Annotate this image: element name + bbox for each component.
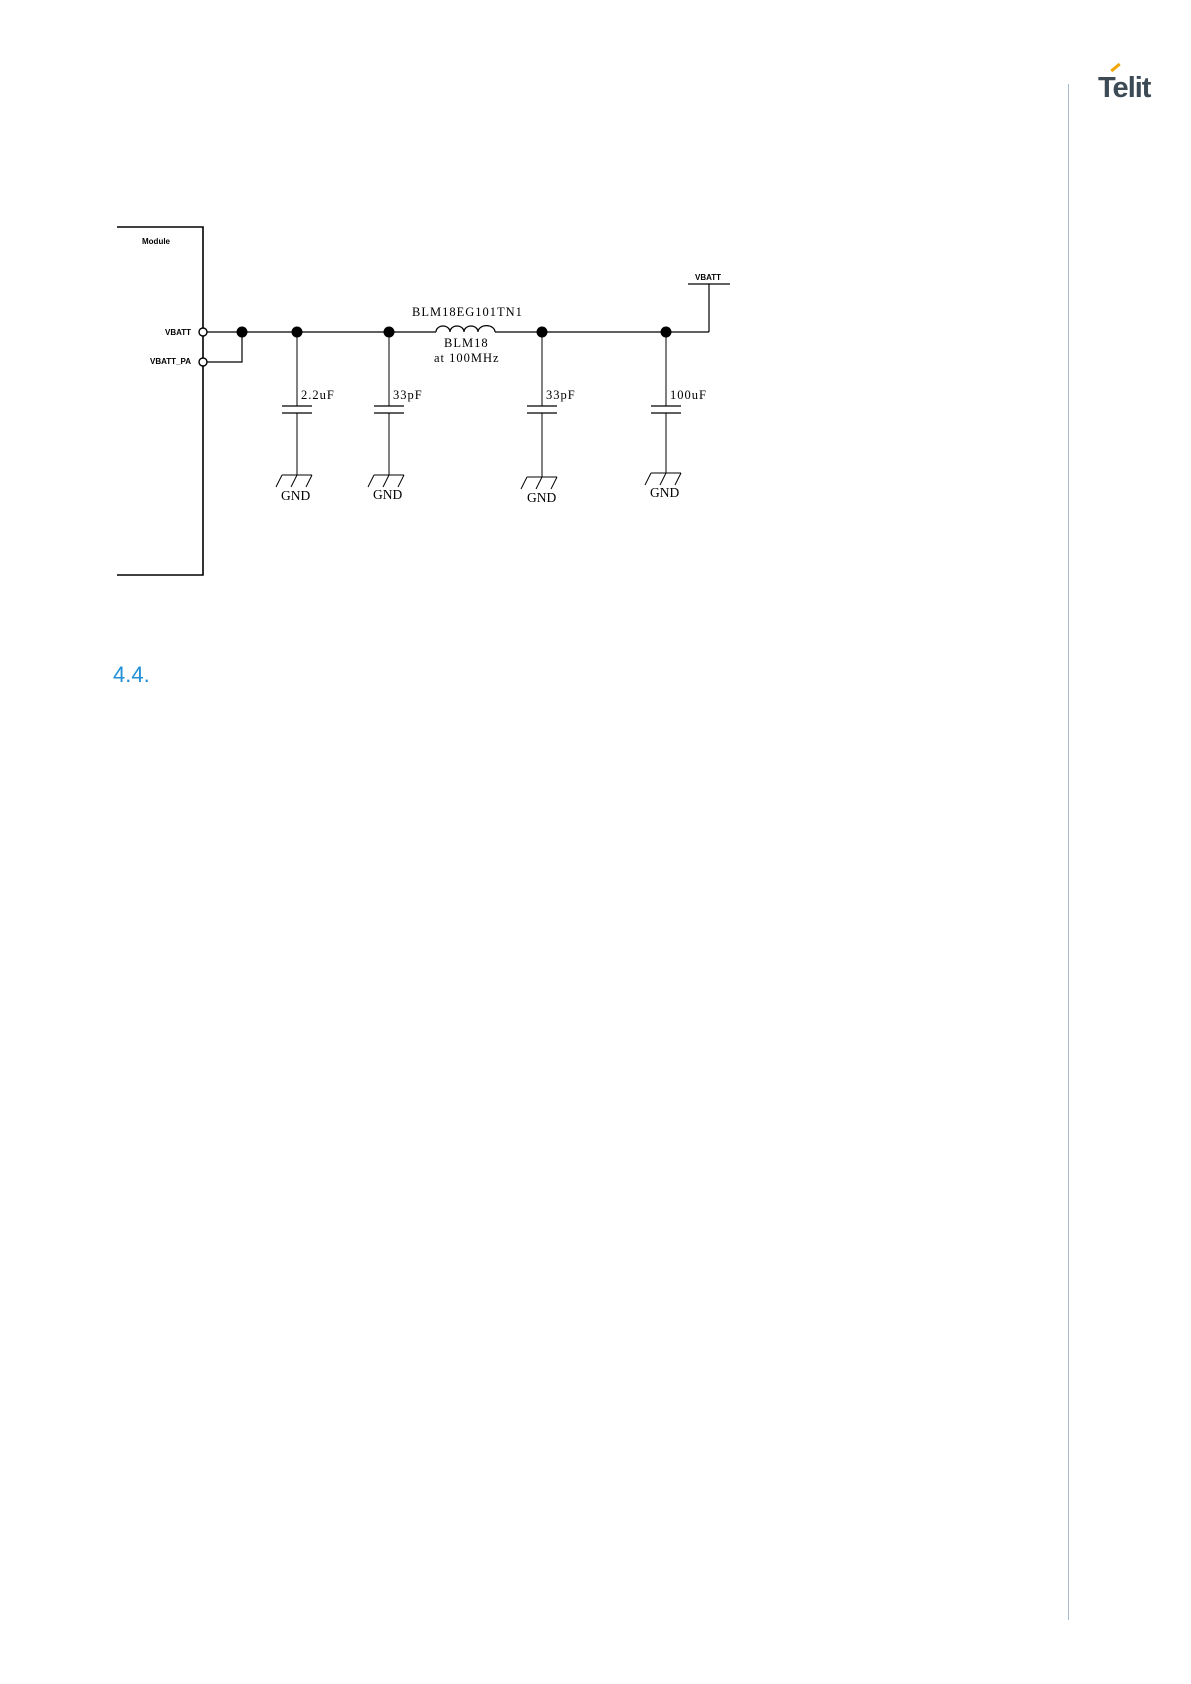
capacitor-2-2uf: [276, 332, 312, 487]
cap3-value: 33pF: [546, 388, 576, 402]
module-box: [117, 227, 203, 575]
ferrite-part-label: BLM18EG101TN1: [412, 305, 523, 319]
junction-dot: [237, 327, 248, 338]
ferrite-bead: [436, 326, 495, 332]
capacitor-33pf-2: [521, 332, 557, 489]
pin-vbatt-pa: [199, 358, 207, 366]
module-label: Module: [142, 237, 171, 246]
pin-vbatt: [199, 328, 207, 336]
gnd-label-4: GND: [650, 485, 679, 500]
vbatt-pa-tie: [207, 332, 242, 362]
pin-vbatt-pa-label: VBATT_PA: [150, 357, 191, 366]
ferrite-series-label: BLM18: [444, 336, 489, 350]
capacitor-100uf: [645, 332, 681, 485]
section-number: 4.4.: [113, 662, 150, 688]
gnd-label-2: GND: [373, 487, 402, 502]
cap1-value: 2.2uF: [301, 388, 335, 402]
ferrite-freq-label: at 100MHz: [434, 351, 500, 365]
gnd-label-3: GND: [527, 490, 556, 505]
vbatt-net-label: VBATT: [695, 273, 721, 282]
cap2-value: 33pF: [393, 388, 423, 402]
pin-vbatt-label: VBATT: [165, 328, 191, 337]
cap4-value: 100uF: [670, 388, 707, 402]
capacitor-33pf-1: [368, 332, 404, 487]
gnd-label-1: GND: [281, 488, 310, 503]
